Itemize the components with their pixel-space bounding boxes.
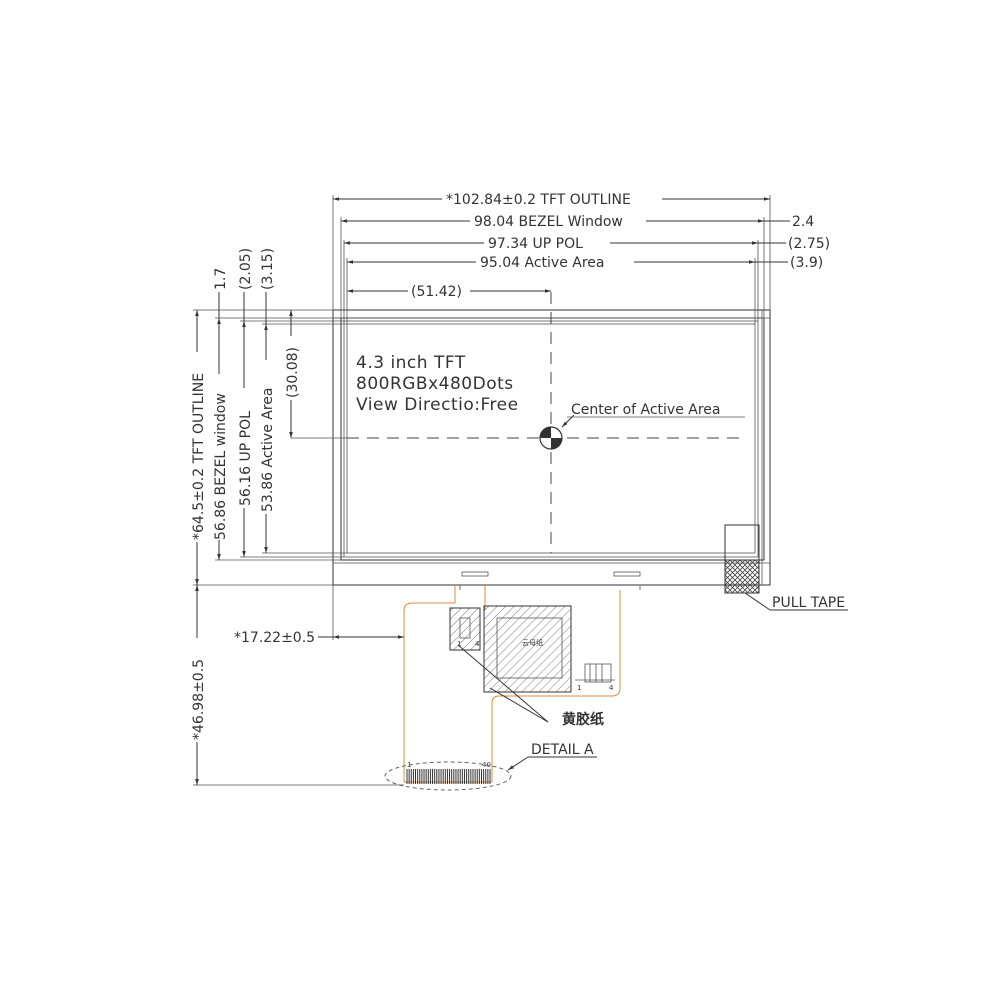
center-of-active-area-label: Center of Active Area xyxy=(571,402,721,418)
panel-bottom-features xyxy=(333,562,770,590)
center-mark xyxy=(539,414,575,450)
pin-last-label: 40 xyxy=(482,761,491,769)
yellow-tape-label: 黄胶纸 xyxy=(562,711,604,728)
ic-mark-label: 云母纸 xyxy=(522,638,543,647)
horizontal-dimensions: *102.84±0.2 TFT OUTLINE 98.04 BEZEL Wind… xyxy=(332,190,830,324)
dim-active-area-width: 95.04 Active Area xyxy=(480,255,605,271)
dim-active-area-height: 53.86 Active Area xyxy=(260,387,276,512)
yellow-tape-callout: 黄胶纸 xyxy=(457,644,604,728)
conn-pin-first: 1 xyxy=(577,684,581,692)
pull-tape: PULL TAPE xyxy=(724,524,848,611)
dim-center-y: (30.08) xyxy=(285,347,301,398)
pin-first-label: 1 xyxy=(407,761,411,769)
dim-bezel-window-width: 98.04 BEZEL Window xyxy=(474,214,623,230)
detail-a-ellipse xyxy=(384,761,512,791)
fpc-pins: 1 40 DETAIL A xyxy=(384,742,597,791)
dim-offset-top-2: (2.05) xyxy=(238,248,254,290)
dim-up-pol-width: 97.34 UP POL xyxy=(488,236,583,252)
svg-text:4: 4 xyxy=(475,640,480,648)
detail-a-label: DETAIL A xyxy=(531,742,594,758)
conn-pin-last: 4 xyxy=(609,684,614,692)
panel-text-size: 4.3 inch TFT xyxy=(356,353,466,373)
dim-fpc-offset: *17.22±0.5 xyxy=(234,630,315,646)
fpc-components: 1 4 云母纸 1 4 xyxy=(449,605,615,693)
dim-offset-right-3: (3.9) xyxy=(790,255,823,271)
center-lines xyxy=(347,292,745,553)
panel-text-view-direction: View Directio:Free xyxy=(356,395,519,415)
dim-offset-right-1: 2.4 xyxy=(792,214,814,230)
dim-center-x: (51.42) xyxy=(411,284,462,300)
panel-description: 4.3 inch TFT 800RGBx480Dots View Directi… xyxy=(356,353,745,418)
pull-tape-label: PULL TAPE xyxy=(772,595,845,611)
vertical-dimensions: *64.5±0.2 TFT OUTLINE 56.86 BEZEL window… xyxy=(188,248,404,786)
panel-text-resolution: 800RGBx480Dots xyxy=(356,374,514,394)
dim-tft-outline-height: *64.5±0.2 TFT OUTLINE xyxy=(191,373,207,540)
pull-tape-hatch xyxy=(724,559,760,594)
connector-hatch xyxy=(449,607,481,651)
dim-up-pol-height: 56.16 UP POL xyxy=(238,411,254,506)
dim-tft-outline-width: *102.84±0.2 TFT OUTLINE xyxy=(446,192,631,208)
dim-bezel-window-height: 56.86 BEZEL window xyxy=(213,393,229,540)
dim-fpc-length: *46.98±0.5 xyxy=(191,659,207,740)
dim-offset-top-3: (3.15) xyxy=(260,248,276,290)
dim-offset-right-2: (2.75) xyxy=(788,236,830,252)
tft-outline-rect xyxy=(332,309,771,586)
svg-text:1: 1 xyxy=(457,640,461,648)
dim-offset-top-1: 1.7 xyxy=(213,268,229,290)
